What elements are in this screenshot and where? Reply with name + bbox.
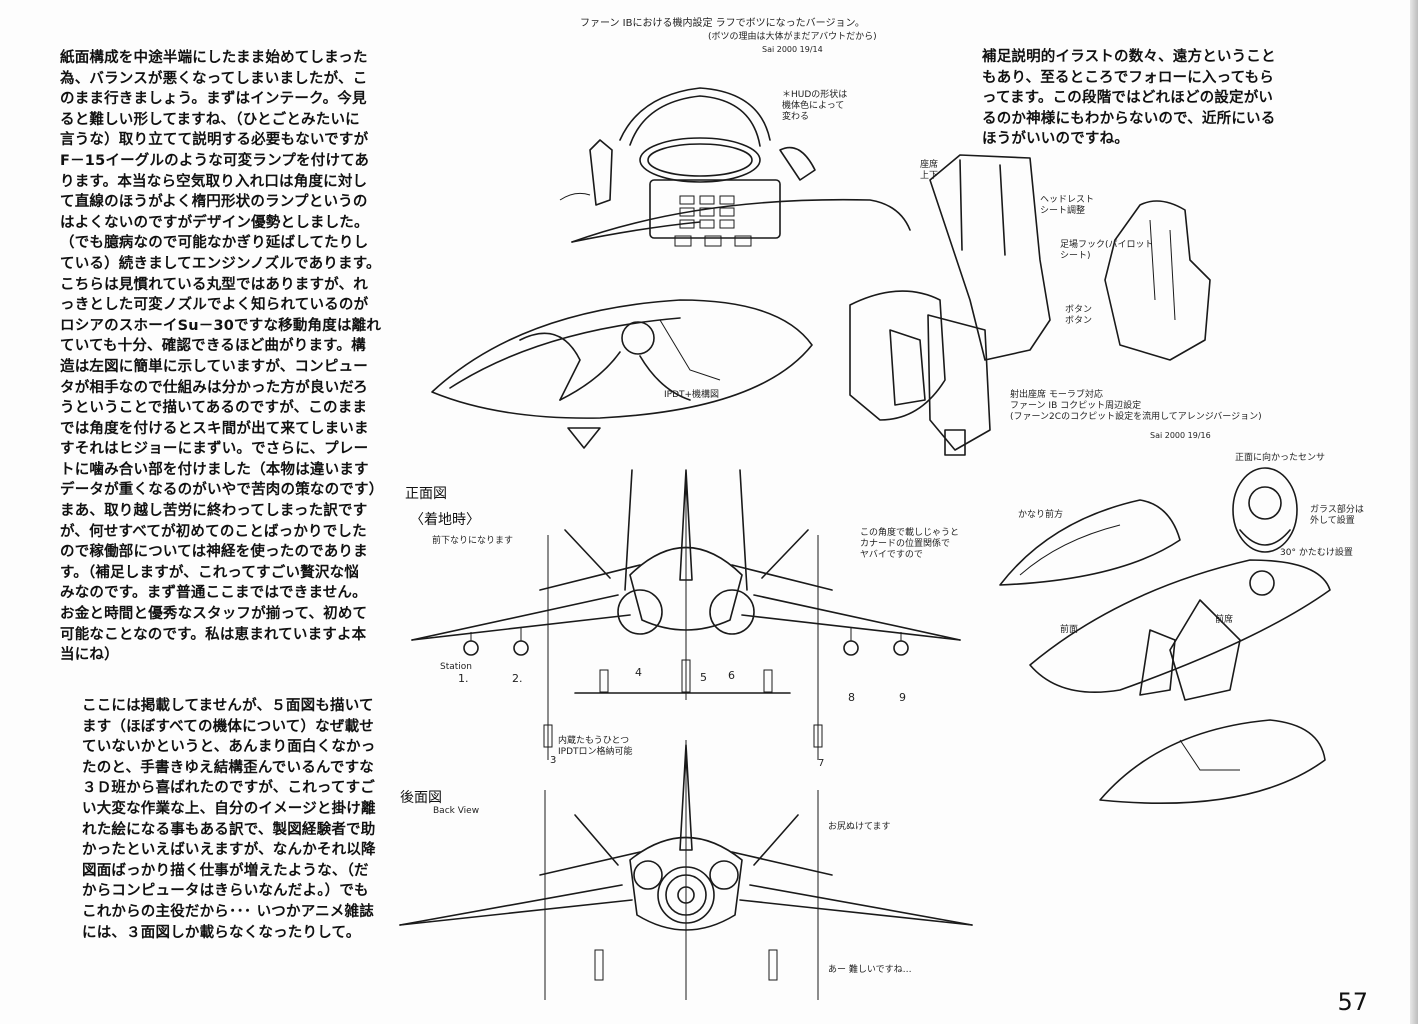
right-note-4: かなり前方 xyxy=(1018,510,1064,520)
top-subcaption: (ボツの理由は大体がまだアバウトだから) xyxy=(708,32,877,42)
top-signature: Sai 2000 19/14 xyxy=(762,45,823,54)
back-view-drawing xyxy=(399,740,973,1000)
station-9: 9 xyxy=(899,691,906,704)
station-4: 4 xyxy=(635,666,642,679)
front-view-drawing xyxy=(411,469,961,760)
station-5: 5 xyxy=(700,671,707,684)
seat-note-2: 足場フック(パイロット シート) xyxy=(1060,240,1154,261)
station-2: 2. xyxy=(512,672,523,685)
right-cockpit-note: 正面に向かったセンサ xyxy=(1235,453,1326,463)
cockpit-label: IPDT+機構図 xyxy=(664,390,720,400)
page-number: 57 xyxy=(1337,988,1368,1016)
seat-note-1: ヘッドレスト シート調整 xyxy=(1040,195,1095,216)
right-cockpit-drawings xyxy=(999,467,1331,804)
right-note-3: 30° かたむけ設置 xyxy=(1280,548,1353,558)
seat-signature: Sai 2000 19/16 xyxy=(1150,431,1211,440)
front-view-note-right: この角度で載しじゃうと カナードの位置関係で ヤバイですので xyxy=(860,528,960,560)
body-text-supplementary: 補足説明的イラストの数々、遠方ということ もあり、至るところでフォローに入っても… xyxy=(982,49,1276,148)
body-text-intake-nozzle: 紙面構成を中途半端にしたまま始めてしまった 為、バランスが悪くなってしまいました… xyxy=(60,50,384,664)
back-view-note-2: あー 難しいですね… xyxy=(828,965,912,975)
seat-top-note: 座席 上下 xyxy=(920,160,939,181)
ejection-seat-drawing xyxy=(849,154,1211,456)
station-6: 6 xyxy=(728,669,735,682)
front-view-title: 正面図 xyxy=(405,486,447,502)
right-note-2: ガラス部分は 外して設置 xyxy=(1310,505,1364,526)
body-text-five-view: ここには掲載してませんが、５面図も描いて ます（ほぼすべての機体について）なぜ載… xyxy=(82,698,376,941)
right-note-5: 前面 xyxy=(1060,625,1079,635)
hud-note: ＊HUDの形状は 機体色によって 変わる xyxy=(782,90,848,122)
front-view-subtitle: 〈着地時〉 xyxy=(410,512,480,528)
station-3: 3 xyxy=(550,755,557,766)
page-edge-shadow xyxy=(1410,0,1418,1024)
top-caption: ファーン IBにおける機内設定 ラフでボツになったバージョン。 xyxy=(580,18,865,29)
station-8: 8 xyxy=(848,691,855,704)
back-view-subtitle: Back View xyxy=(433,806,480,816)
right-note-6: 前席 xyxy=(1215,615,1234,625)
canopy-frame-drawing xyxy=(559,87,911,247)
station-1: 1. xyxy=(458,672,469,685)
back-view-title: 後面図 xyxy=(400,790,442,806)
front-view-note: 前下なりになります xyxy=(432,536,514,546)
cockpit-cutaway-drawing xyxy=(431,299,813,449)
bay-note: 内蔵たもうひとつ IPDTロン格納可能 xyxy=(558,736,633,757)
back-view-note: お尻ぬけてます xyxy=(828,822,891,832)
station-label: Station xyxy=(440,662,472,672)
station-7: 7 xyxy=(818,758,825,769)
seat-note-3: ボタン ボタン xyxy=(1065,305,1093,326)
seat-caption: 射出座席 モーラブ対応 ファーン IB コクピット周辺設定 (ファーン2Cのコク… xyxy=(1010,390,1262,422)
